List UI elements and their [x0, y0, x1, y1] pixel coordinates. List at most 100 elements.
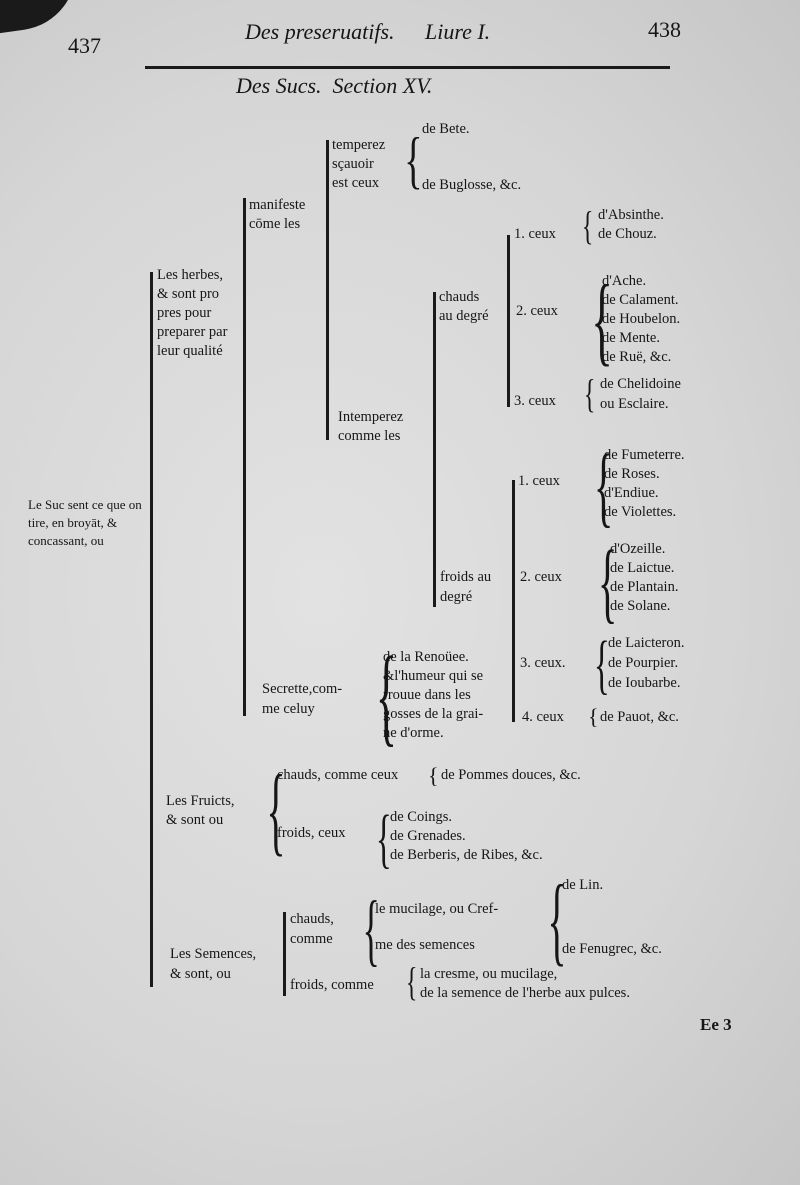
list-item: de Buglosse, &c. — [422, 177, 522, 193]
froids-label: froids au — [440, 569, 492, 585]
secrette-label: Secrette,com- — [262, 681, 343, 697]
brace: { — [547, 864, 567, 975]
list-item: de Mente. — [602, 330, 660, 346]
main-bracket — [150, 272, 153, 987]
signature-mark: Ee 3 — [700, 1015, 732, 1034]
semences-chauds: comme — [290, 931, 333, 947]
header-rule — [145, 66, 670, 69]
list-item: de Pourpier. — [608, 655, 679, 671]
list-item: de Roses. — [604, 466, 660, 482]
text-line: preparer par — [157, 324, 228, 340]
intemperez-label: comme les — [338, 428, 401, 444]
semences-chauds: chauds, — [290, 911, 334, 927]
semences-froids: froids, comme — [290, 977, 374, 993]
intemperez-bracket — [433, 292, 436, 607]
brace: { — [375, 634, 397, 756]
temperez-label: est ceux — [332, 175, 380, 191]
manifeste-bracket — [326, 140, 329, 440]
list-item: de Berberis, de Ribes, &c. — [390, 847, 543, 863]
list-item: de Ruë, &c. — [602, 349, 672, 365]
manifeste-label: cōme les — [249, 216, 301, 232]
brace: { — [591, 264, 613, 375]
group-label: 2. ceux — [520, 569, 562, 585]
fruicts-froids: froids, ceux — [277, 825, 346, 841]
group-label: 1. ceux — [514, 226, 556, 242]
intemperez-label: Intemperez — [338, 409, 404, 425]
list-item: de Chelidoine — [600, 376, 681, 392]
semences-mid: me des semences — [375, 937, 475, 953]
right-page-number: 438 — [648, 17, 681, 42]
list-item: de Bete. — [422, 121, 470, 137]
secrette-label: me celuy — [262, 701, 315, 717]
list-item: ne d'orme. — [383, 725, 444, 741]
fruicts-label: Les Fruicts, — [166, 793, 235, 809]
text-line: & sont pro — [157, 286, 220, 302]
list-item: de la semence de l'herbe aux pulces. — [420, 985, 630, 1001]
list-item: la cresme, ou mucilage, — [420, 966, 558, 982]
herbes-bracket — [243, 198, 246, 716]
root-label: Le Suc sent ce que on tire, en broyāt, &… — [28, 497, 142, 548]
group-label: 2. ceux — [516, 303, 558, 319]
brace: { — [588, 704, 599, 729]
semences-label: Les Semences, — [170, 946, 257, 962]
list-item: de Chouz. — [598, 226, 657, 242]
brace: { — [404, 124, 423, 195]
list-item: de Laictue. — [610, 560, 675, 576]
group-label: 1. ceux — [518, 473, 560, 489]
list-item: d'Endiue. — [604, 485, 659, 501]
froids-bracket — [512, 480, 515, 722]
manifeste-label: manifeste — [249, 197, 306, 213]
list-item: d'Absinthe. — [598, 207, 664, 223]
list-item: de Calament. — [602, 292, 679, 308]
section-title: Des Sucs. Section XV. — [236, 73, 433, 98]
brace: { — [375, 802, 392, 875]
left-page-number: 437 — [68, 33, 101, 58]
brace: { — [266, 754, 286, 865]
froids-label: degré — [440, 589, 473, 605]
list-item: de Fumeterre. — [604, 447, 685, 463]
semences-mid: le mucilage, ou Cref- — [375, 901, 499, 917]
chauds-label: au degré — [439, 308, 489, 324]
brace: { — [597, 533, 618, 632]
fruicts-label: & sont ou — [166, 812, 224, 828]
text-line: Les herbes, — [157, 267, 224, 283]
group-label: 3. ceux. — [520, 655, 566, 671]
running-title: Des preseruatifs. — [245, 19, 395, 44]
list-item: rrouue dans les — [383, 687, 471, 703]
list-item: d'Ozeille. — [610, 541, 666, 557]
text-line: leur qualité — [157, 343, 223, 359]
list-item: de Coings. — [390, 809, 453, 825]
brace: { — [581, 203, 594, 248]
brace: { — [593, 437, 614, 536]
brace: { — [593, 628, 610, 701]
list-item: de la Renoüee. — [383, 649, 469, 665]
list-item: gosses de la grai- — [383, 706, 484, 722]
list-item: de Ioubarbe. — [608, 675, 681, 691]
list-item: de Fenugrec, &c. — [562, 941, 662, 957]
fruicts-chauds: chauds, comme ceux — [277, 767, 399, 783]
list-item: de Solane. — [610, 598, 671, 614]
list-item: de Violettes. — [604, 504, 677, 520]
chauds-bracket — [507, 235, 510, 407]
chauds-label: chauds — [439, 289, 480, 305]
brace: { — [583, 371, 596, 416]
brace: { — [362, 886, 380, 974]
list-item: de Houbelon. — [602, 311, 681, 327]
list-item: de Pauot, &c. — [600, 709, 679, 725]
brace: { — [428, 763, 439, 788]
list-item: ou Esclaire. — [600, 396, 669, 412]
list-item: de Lin. — [562, 877, 604, 893]
temperez-label: sçauoir — [332, 156, 374, 172]
list-item: d'Ache. — [602, 273, 647, 289]
list-item: de Grenades. — [390, 828, 466, 844]
list-item: de Plantain. — [610, 579, 679, 595]
group-label: 4. ceux — [522, 709, 564, 725]
text-line: pres pour — [157, 305, 212, 321]
temperez-label: temperez — [332, 137, 386, 153]
list-item: &l'humeur qui se — [383, 668, 484, 684]
list-item: de Laicteron. — [608, 635, 685, 651]
list-item: de Pommes douces, &c. — [441, 767, 581, 783]
semences-bracket — [283, 912, 286, 996]
semences-label: & sont, ou — [170, 966, 231, 982]
brace: { — [405, 959, 418, 1004]
